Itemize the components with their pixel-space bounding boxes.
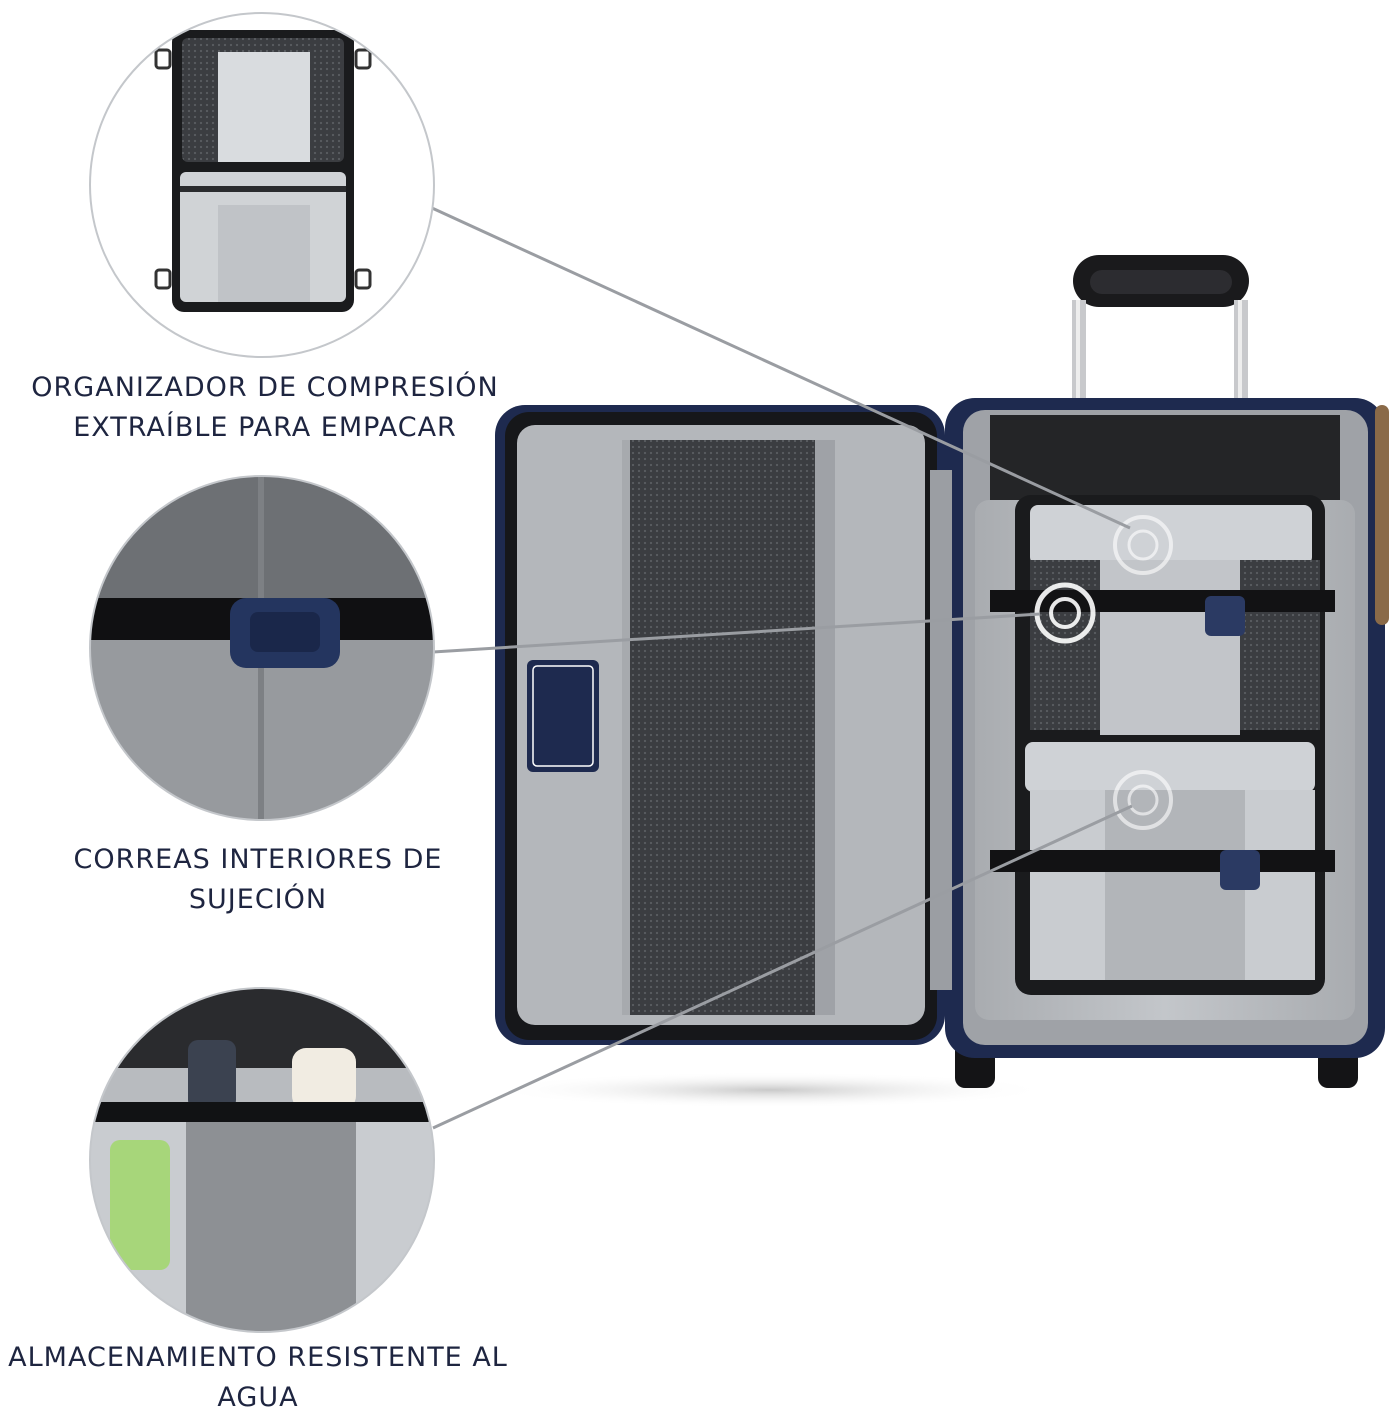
caption-organizer: ORGANIZADOR DE COMPRESIÓN EXTRAÍBLE PARA… [0, 368, 530, 448]
zoom-circle-storage [89, 987, 435, 1333]
caption-organizer-line1: ORGANIZADOR DE COMPRESIÓN [31, 372, 499, 403]
zoom-circle-straps [89, 475, 435, 821]
suitcase-lid [495, 405, 952, 1045]
caption-storage-line1: ALMACENAMIENTO RESISTENTE AL [8, 1342, 508, 1373]
caption-organizer-line2: EXTRAÍBLE PARA EMPACAR [73, 412, 457, 443]
callout-lines [431, 206, 1133, 1130]
caption-straps-line2: SUJECIÓN [188, 884, 328, 915]
caption-storage: ALMACENAMIENTO RESISTENTE AL AGUA [0, 1338, 516, 1418]
zoom-circle-organizer [89, 12, 435, 358]
caption-storage-line2: AGUA [217, 1382, 299, 1413]
telescoping-handle [1072, 255, 1249, 410]
caption-straps-line1: CORREAS INTERIORES DE [73, 844, 443, 875]
caption-straps: CORREAS INTERIORES DE SUJECIÓN [0, 840, 516, 920]
compression-organizer [990, 495, 1335, 995]
